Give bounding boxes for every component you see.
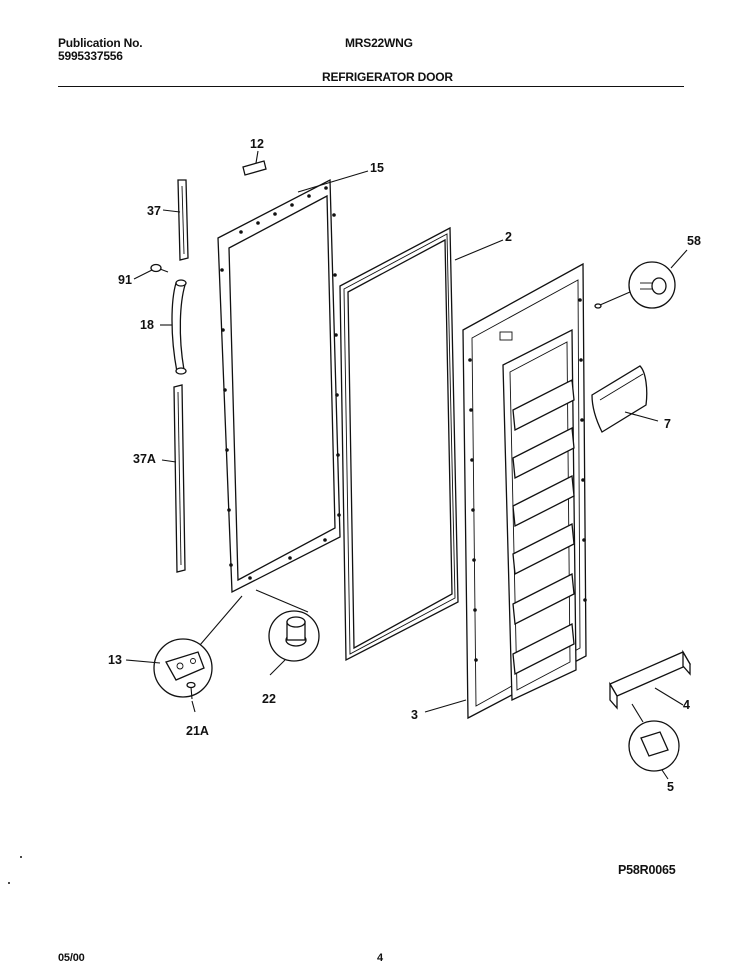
stray-mark xyxy=(20,856,22,858)
part-21a-screw xyxy=(186,681,196,713)
part-7-dairy-cover xyxy=(591,365,659,433)
footer-date: 05/00 xyxy=(58,952,85,964)
callout-91: 91 xyxy=(118,273,132,287)
diagram-code: P58R0065 xyxy=(618,863,676,877)
section-title: REFRIGERATOR DOOR xyxy=(322,70,453,84)
callout-15: 15 xyxy=(370,161,384,175)
part-2-gasket xyxy=(339,226,504,662)
part-58-screw-detail xyxy=(594,249,688,309)
callout-58: 58 xyxy=(687,234,701,248)
callout-5: 5 xyxy=(667,780,674,794)
part-4-shelf-bin xyxy=(609,649,691,710)
publication-label: Publication No. xyxy=(58,36,143,50)
part-37-trim-top xyxy=(162,179,189,261)
callout-37: 37 xyxy=(147,204,161,218)
callout-12: 12 xyxy=(250,137,264,151)
callout-37a: 37A xyxy=(133,452,156,466)
callout-21a: 21A xyxy=(186,724,209,738)
part-5-end-cap-detail xyxy=(628,703,680,780)
stray-mark xyxy=(8,882,10,884)
publication-number: 5995337556 xyxy=(58,49,123,63)
part-15-door-frame xyxy=(217,170,369,594)
callout-2: 2 xyxy=(505,230,512,244)
part-91-screw xyxy=(133,263,169,280)
part-22-bearing-detail xyxy=(255,589,320,676)
part-3-door-liner xyxy=(424,262,587,720)
model-number: MRS22WNG xyxy=(345,36,413,50)
callout-3: 3 xyxy=(411,708,418,722)
part-18-handle xyxy=(160,279,187,375)
part-37a-trim-lower xyxy=(161,384,186,573)
callout-7: 7 xyxy=(664,417,671,431)
part-13-hinge-detail xyxy=(125,595,243,698)
callout-4: 4 xyxy=(683,698,690,712)
footer-page-number: 4 xyxy=(377,952,383,964)
callout-22: 22 xyxy=(262,692,276,706)
part-12-strip xyxy=(242,150,267,176)
header-rule xyxy=(58,86,684,87)
callout-18: 18 xyxy=(140,318,154,332)
callout-13: 13 xyxy=(108,653,122,667)
